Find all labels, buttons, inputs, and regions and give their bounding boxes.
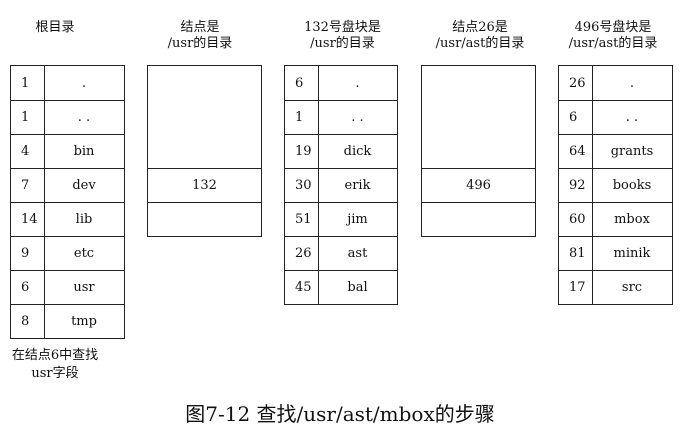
caption-block-496: 496号盘块是 /usr/ast的目录 [568, 20, 658, 51]
dir-entry-row: 19 dick [285, 134, 397, 168]
inode-address-value: 132 [192, 178, 217, 193]
dir-entry-row: 7 dev [11, 168, 124, 202]
inode-number: 7 [21, 178, 30, 193]
inode-number: 1 [21, 75, 30, 91]
entry-name: usr [73, 280, 95, 295]
dir-entry-row: 14 lib [11, 202, 124, 236]
entry-name: tmp [71, 314, 97, 329]
caption-root-dir: 根目录 [35, 20, 75, 35]
entry-name: . [629, 75, 635, 91]
inode-number: 4 [21, 144, 30, 159]
inode-number: 14 [21, 212, 38, 227]
inode-number: 30 [295, 178, 312, 193]
inode-number: 26 [295, 246, 312, 261]
inode-number: 9 [21, 246, 30, 261]
entry-name: ast [347, 246, 368, 261]
entry-name: lib [75, 212, 93, 227]
dir-entry-row: 45 bal [285, 270, 397, 304]
entry-name: . . [625, 110, 639, 125]
block-496-table: 26. 6 . . 64 grants 92 books 60 mbox 81 minik 17 src [558, 65, 673, 305]
dir-entry-row: 81 minik [559, 236, 672, 270]
inode-number: 1 [21, 110, 30, 125]
entry-name: jim [347, 212, 368, 227]
block-132-table: 6. 1 . . 19 dick 30 erik 51 jim 26 ast 45 bal [284, 65, 398, 305]
inode-number: 51 [295, 212, 312, 227]
dir-entry-row: 1 . . [285, 100, 397, 134]
inode-number: 45 [295, 280, 312, 295]
dir-entry-row: 60 mbox [559, 202, 672, 236]
dir-entry-row: 1 . . [11, 100, 124, 134]
inode-number: 6 [295, 75, 304, 91]
dir-entry-row: 4 bin [11, 134, 124, 168]
usr-inode-box: 132 [147, 65, 262, 237]
entry-name: . [81, 75, 87, 91]
entry-name: erik [344, 178, 371, 193]
caption-block-132: 132号盘块是 /usr的目录 [304, 20, 381, 51]
dir-entry-row: 6 usr [11, 270, 124, 304]
figure-title: 图7-12 查找/usr/ast/mbox的步骤 [185, 402, 495, 426]
dir-entry-row: 26 ast [285, 236, 397, 270]
entry-name: mbox [614, 212, 650, 227]
dir-entry-row: 26. [559, 66, 672, 100]
inode-number: 26 [569, 75, 586, 91]
inode-address-row: 496 [422, 168, 535, 202]
entry-name: . . [351, 110, 364, 125]
dir-entry-row: 51 jim [285, 202, 397, 236]
entry-name: bal [347, 280, 368, 295]
dir-entry-row: 9 etc [11, 236, 124, 270]
entry-name: src [621, 280, 643, 295]
entry-name: minik [613, 246, 651, 261]
entry-name: bin [73, 144, 95, 159]
inode-number: 17 [569, 280, 586, 295]
dir-entry-row: 1. [11, 66, 124, 100]
dir-entry-row: 92 books [559, 168, 672, 202]
inode-empty-row [422, 202, 535, 236]
inode-number: 60 [569, 212, 586, 227]
entry-name: dev [72, 178, 96, 193]
inode-number: 6 [569, 110, 578, 125]
dir-entry-row: 8 tmp [11, 304, 124, 338]
dir-entry-row: 30 erik [285, 168, 397, 202]
inode-number: 81 [569, 246, 586, 261]
entry-name: etc [73, 246, 95, 261]
inode-number: 6 [21, 280, 30, 295]
dir-entry-row: 17 src [559, 270, 672, 304]
inode-number: 92 [569, 178, 586, 193]
dir-entry-row: 6. [285, 66, 397, 100]
inode-number: 8 [21, 314, 30, 329]
inode-number: 1 [295, 110, 304, 125]
ast-inode-box: 496 [421, 65, 536, 237]
entry-name: . [355, 75, 360, 91]
search-note: 在结点6中查找 usr字段 [11, 348, 99, 381]
dir-entry-row: 64 grants [559, 134, 672, 168]
entry-name: dick [343, 144, 372, 159]
caption-ast-inode: 结点26是 /usr/ast的目录 [435, 20, 525, 51]
inode-empty-row [148, 202, 261, 236]
inode-address-value: 496 [466, 178, 491, 193]
entry-name: books [612, 178, 652, 193]
entry-name: grants [610, 144, 654, 159]
caption-usr-inode: 结点是 /usr的目录 [167, 20, 233, 51]
inode-number: 19 [295, 144, 312, 159]
inode-address-row: 132 [148, 168, 261, 202]
inode-number: 64 [569, 144, 586, 159]
entry-name: . . [77, 110, 91, 125]
dir-entry-row: 6 . . [559, 100, 672, 134]
